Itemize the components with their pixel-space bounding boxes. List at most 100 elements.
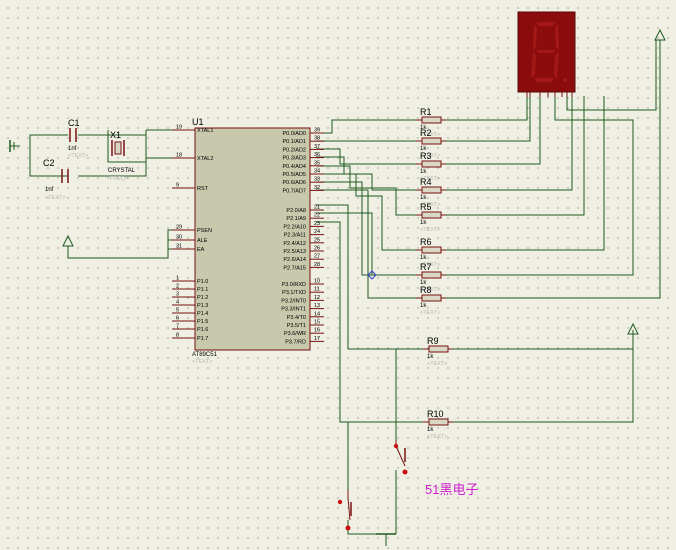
mcu-pin-number: 34 [314, 169, 320, 175]
resistor-ref: R8 [420, 285, 432, 295]
resistor-value: 1k [420, 220, 427, 226]
resistor-value: 1k [420, 280, 427, 286]
mcu-pin-number: 22 [314, 213, 320, 219]
mcu-pin-name: P0.2/AD2 [282, 147, 306, 153]
chip-part: AT89C51 [192, 352, 218, 358]
resistor-ref: R7 [420, 262, 432, 272]
mcu-pin-number: 33 [314, 177, 320, 183]
mcu-pin-number: 14 [314, 311, 320, 317]
mcu-pin-number: 24 [314, 229, 320, 235]
text-placeholder: <TEXT> [420, 227, 440, 233]
mcu-pin-name: P1.0 [197, 279, 208, 285]
mcu-pin-number: 38 [314, 136, 320, 142]
mcu-pin-number: 10 [314, 279, 320, 285]
resistor-body [428, 345, 449, 353]
mcu-pin-number: 23 [314, 221, 320, 227]
mcu-pin-number: 18 [176, 153, 182, 159]
resistor-r8[interactable]: R8 1k<TEXT> [416, 285, 446, 316]
mcu-pin-name: P3.3/INT1 [281, 307, 306, 313]
mcu-pin-name: P1.6 [197, 327, 208, 333]
mcu-pin-name: P3.1/TXD [282, 290, 306, 296]
mcu-pin-number: 8 [176, 333, 179, 339]
mcu-pin-name: XTAL2 [197, 156, 213, 162]
capacitor-c2[interactable]: C2 1nf <TEXT> [43, 158, 69, 201]
mcu-pin-number: 32 [314, 185, 320, 191]
text-placeholder: <TEXT> [420, 262, 440, 268]
resistor-value: 1k [420, 195, 427, 201]
resistor-body [421, 186, 442, 194]
mcu-pin-name: P2.0/A8 [286, 208, 306, 214]
mcu-u1[interactable]: U1 AT89C51 <TEXT> 19XTAL118XTAL29RST29PS… [172, 117, 324, 365]
mcu-pin-number: 13 [314, 303, 320, 309]
mcu-pin-name: P0.4/AD4 [282, 164, 306, 170]
mcu-pin-name: P2.7/A15 [283, 265, 306, 271]
resistor-body [421, 160, 442, 168]
resistor-group: R11k<TEXT>R21k<TEXT>R31k<TEXT>R41k<TEXT>… [416, 107, 453, 440]
text-placeholder: <TEXT> [68, 153, 88, 159]
chip-ref: U1 [192, 117, 204, 127]
pushbutton-switch[interactable] [337, 490, 352, 531]
mcu-pin-number: 30 [176, 235, 182, 241]
resistor-value: 1k [427, 427, 434, 433]
resistor-body [428, 418, 449, 426]
mcu-pin-name: P1.1 [197, 287, 208, 293]
mcu-pin-number: 5 [176, 308, 179, 314]
mcu-pin-name: P0.6/AD6 [282, 180, 306, 186]
digit-segments-icon [531, 22, 567, 82]
mcu-pin-name: P0.7/AD7 [282, 188, 306, 194]
text-placeholder: <TEXT> [420, 202, 440, 208]
text-placeholder: <TEXT> [420, 153, 440, 159]
resistor-ref: R6 [420, 237, 432, 247]
crystal-x1[interactable]: X1 CRYSTAL FREQ= [108, 130, 136, 182]
crystal-part: CRYSTAL [108, 168, 136, 174]
resistor-r4[interactable]: R4 1k<TEXT> [416, 177, 446, 208]
resistor-value: 1k [420, 125, 427, 131]
mcu-pin-number: 17 [314, 336, 320, 342]
resistor-ref: R1 [420, 107, 432, 117]
mcu-pin-name: XTAL1 [197, 128, 213, 134]
mcu-pin-name: P3.5/T1 [287, 323, 306, 329]
mcu-pin-name: P2.1/A9 [286, 216, 306, 222]
resistor-value: 1k [420, 169, 427, 175]
mcu-pin-name: P1.5 [197, 319, 208, 325]
mcu-pin-number: 36 [314, 152, 320, 158]
mcu-pin-name: P1.2 [197, 295, 208, 301]
mcu-pin-name: P3.0/RXD [282, 282, 306, 288]
resistor-value: 1k [420, 146, 427, 152]
text-placeholder: <TEXT> [45, 195, 65, 201]
cap-ref: C1 [68, 118, 80, 128]
resistor-r7[interactable]: R7 1k <TEXT> [416, 262, 446, 293]
pushbutton-switch[interactable] [393, 440, 408, 475]
mcu-pin-name: RST [197, 186, 209, 192]
cap-value: 1nf [45, 187, 54, 193]
chip-body [194, 127, 311, 351]
resistor-ref: R4 [420, 177, 432, 187]
mcu-pin-number: 37 [314, 144, 320, 150]
ground-symbol [9, 140, 396, 546]
mcu-pin-name: P0.0/AD0 [282, 131, 306, 137]
mcu-pin-number: 4 [176, 300, 179, 306]
text-placeholder: <TEXT> [420, 310, 440, 316]
mcu-pin-number: 27 [314, 254, 320, 260]
resistor-value: 1k [420, 303, 427, 309]
mcu-pin-number: 28 [314, 262, 320, 268]
mcu-pin-number: 2 [176, 284, 179, 290]
cap-value: 1nf [68, 146, 77, 152]
capacitor-c1[interactable]: C1 1nf <TEXT> [68, 118, 88, 159]
power-symbol [62, 28, 666, 335]
crystal-ref: X1 [110, 130, 121, 140]
resistor-ref: R10 [427, 409, 444, 419]
resistor-body [421, 211, 442, 219]
mcu-pin-number: 16 [314, 328, 320, 334]
seven-segment-display[interactable]: 8 [517, 11, 576, 97]
mcu-pin-number: 7 [176, 324, 179, 330]
